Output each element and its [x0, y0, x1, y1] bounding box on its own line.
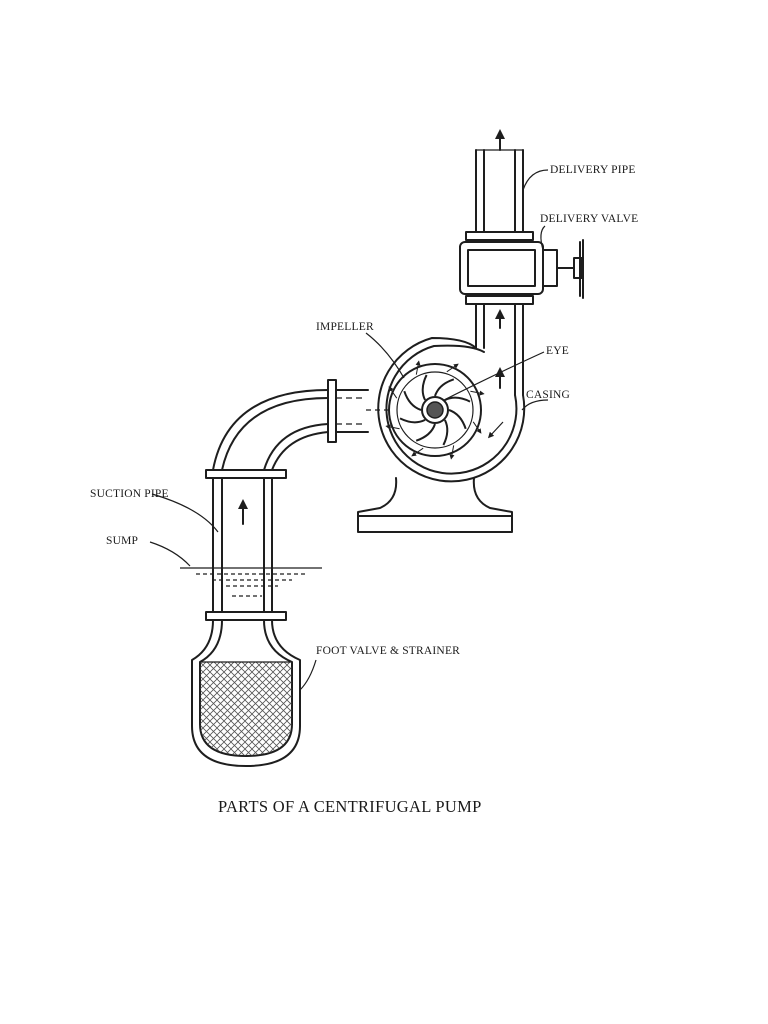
impeller-vane [415, 423, 436, 442]
label-suction-pipe: SUCTION PIPE [90, 488, 169, 500]
flow-arrow [411, 447, 424, 457]
flow-arrow [470, 390, 485, 396]
impeller [385, 360, 485, 460]
suction-pipe [205, 477, 287, 621]
label-eye: EYE [546, 345, 569, 357]
impeller-vane [448, 409, 467, 430]
flow-arrow [446, 363, 459, 373]
label-sump: SUMP [106, 535, 138, 547]
pump-base [357, 477, 513, 533]
impeller-eye [426, 401, 444, 419]
flow-arrow [388, 386, 398, 399]
label-delivery-pipe: DELIVERY PIPE [550, 164, 636, 176]
impeller-vane [403, 390, 422, 411]
flow-arrow [385, 424, 400, 430]
label-casing: CASING [526, 389, 570, 401]
flow-arrow [472, 421, 482, 434]
flow-arrow [449, 445, 455, 460]
delivery-riser [475, 303, 524, 396]
label-delivery-valve: DELIVERY VALVE [540, 213, 638, 225]
suction-elbow [205, 379, 390, 479]
leader-lines [149, 169, 549, 691]
impeller-vanes [385, 360, 485, 460]
impeller-vane [399, 417, 426, 424]
strainer-mesh [199, 661, 293, 757]
diagram-title: PARTS OF A CENTRIFUGAL PUMP [218, 797, 482, 816]
impeller-vane [434, 378, 455, 397]
flow-arrow [415, 360, 421, 375]
sump-water-level [180, 567, 322, 597]
pump-casing [377, 337, 526, 483]
impeller-vane [444, 396, 471, 403]
delivery-valve [459, 239, 584, 305]
delivery-pipe [465, 129, 534, 241]
label-impeller: IMPELLER [316, 321, 374, 333]
impeller-vane [442, 419, 449, 446]
label-foot-valve-strainer: FOOT VALVE & STRAINER [316, 645, 460, 657]
foot-valve-strainer [191, 619, 301, 767]
impeller-vane [421, 374, 428, 401]
